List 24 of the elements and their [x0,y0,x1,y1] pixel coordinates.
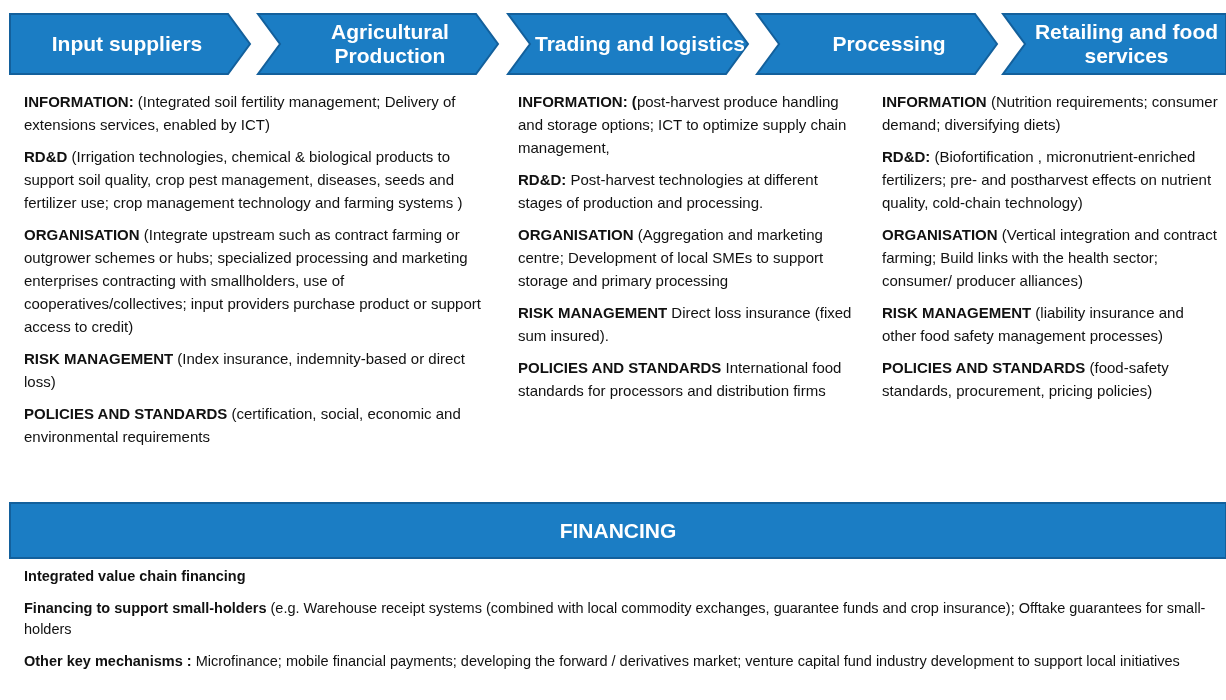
paragraph: INFORMATION: (Integrated soil fertility management; Delivery of extensions services, enabled by ICT) [24,92,457,135]
paragraph: Integrated value chain financing [24,567,247,586]
chevron-box: Retailing and food services [1003,14,1226,74]
chevron-box: Agricultural Production [258,14,498,74]
paragraph: RD&D (Irrigation technologies, chemical & biological products to support soil quality, crop pest management, diseases, seeds and fertilizer use; crop management technology and farming systems ) [24,147,464,213]
paragraph: ORGANISATION (Integrate upstream such as contract farming or outgrower schemes or hubs; specialized processing and marketing enterprises contracting with smallholders, use of cooperatives/collectives; input providers purchase product or support access to credit) [24,225,482,337]
paragraph: RISK MANAGEMENT (Index insurance, indemnity-based or direct loss) [24,349,466,392]
paragraph: ORGANISATION (Aggregation and marketing centre; Development of local SMEs to support storage and primary processing [518,225,825,291]
paragraph: POLICIES AND STANDARDS (certification, social, economic and environmental requirements [24,404,462,447]
paragraph: ORGANISATION (Vertical integration and contract farming; Build links with the health sector; consumer/ producer alliances) [882,225,1218,291]
paragraph: INFORMATION (Nutrition requirements; consumer demand; diversifying diets) [882,92,1219,135]
paragraph: POLICIES AND STANDARDS International food standards for processors and distribution firms [518,358,843,401]
chevron-box: Processing [757,14,997,74]
paragraph: POLICIES AND STANDARDS (food-safety standards, procurement, pricing policies) [882,358,1170,401]
paragraph: RD&D: Post-harvest technologies at different stages of production and processing. [518,170,819,213]
section-band: FINANCING [10,503,1226,558]
paragraph: Other key mechanisms : Microfinance; mobile financial payments; developing the forward / derivatives market; venture capital fund industry development to support local initiatives [24,652,1181,671]
chevron-box: Input suppliers [10,14,250,74]
paragraph: Financing to support small-holders (e.g. Warehouse receipt systems (combined with local commodity exchanges, guarantee funds and crop insurance); Offtake guarantees for small-holders [24,599,1207,639]
chevron-box: Trading and logistics [508,14,748,74]
paragraph: RISK MANAGEMENT Direct loss insurance (fixed sum insured). [518,303,853,346]
paragraph: RISK MANAGEMENT (liability insurance and other food safety management processes) [882,303,1185,346]
paragraph: INFORMATION: (post-harvest produce handling and storage options; ICT to optimize supply chain management, [518,92,848,158]
paragraph: RD&D: (Biofortification , micronutrient-enriched fertilizers; pre- and postharvest effects on nutrient quality, cold-chain technology) [882,147,1213,213]
